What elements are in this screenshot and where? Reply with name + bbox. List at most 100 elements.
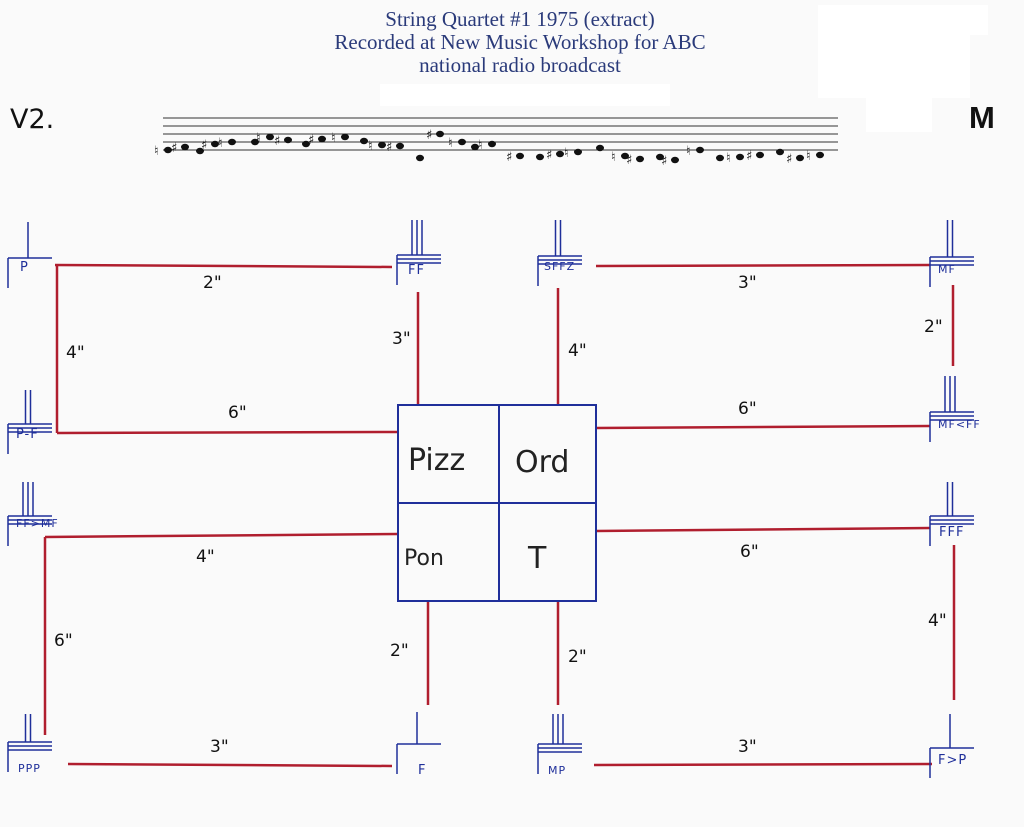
note-head — [266, 133, 274, 141]
dynamic-label: FFF — [939, 525, 964, 540]
dynamic-marker — [929, 220, 974, 287]
duration-label: 3" — [738, 737, 757, 757]
note-head — [756, 151, 764, 159]
note-head — [341, 133, 349, 141]
note-head — [536, 153, 544, 161]
dynamic-label: F — [418, 763, 426, 778]
note-head — [378, 141, 386, 149]
note-head — [284, 136, 292, 144]
dynamic-marker — [396, 220, 441, 285]
accidental-icon: ♯ — [546, 148, 552, 163]
note-head — [556, 150, 564, 158]
dynamic-marker — [537, 220, 582, 286]
note-head — [318, 135, 326, 143]
accidental-icon: ♯ — [786, 152, 792, 167]
dynamic-marker — [929, 714, 974, 778]
dynamic-marker — [7, 390, 52, 454]
note-head — [796, 154, 804, 162]
duration-label: 4" — [66, 343, 85, 363]
technique-grid — [397, 404, 597, 602]
part-label: V2. — [10, 104, 55, 135]
duration-label: 6" — [54, 631, 73, 651]
dynamic-label: SFFZ — [544, 260, 575, 273]
note-head — [488, 140, 496, 148]
note-head — [776, 148, 784, 156]
accidental-icon: ♮ — [154, 144, 159, 159]
dynamic-marker — [396, 712, 441, 774]
note-head — [251, 138, 259, 146]
white-patch — [818, 35, 970, 98]
dynamic-marker — [7, 714, 52, 772]
accidental-icon: ♮ — [806, 149, 811, 164]
note-head — [211, 140, 219, 148]
dynamic-label: MP — [548, 764, 566, 777]
note-head — [696, 146, 704, 154]
title-block: String Quartet #1 1975 (extract) Recorde… — [0, 8, 1024, 77]
dynamic-marker — [929, 376, 974, 442]
cell-pizz: Pizz — [408, 443, 465, 478]
note-head — [736, 153, 744, 161]
accidental-icon: ♮ — [686, 144, 691, 159]
music-staff — [163, 117, 838, 151]
note-head — [636, 155, 644, 163]
note-head — [436, 130, 444, 138]
note-row: ♮♯♯♮♮♯♯♮♮♯♯♮♮♯♯♮♮♯♯♮♮♯♯♮ — [154, 128, 824, 169]
dynamic-label: PPP — [18, 762, 41, 775]
accidental-icon: ♮ — [564, 146, 569, 161]
note-head — [181, 143, 189, 151]
note-head — [396, 142, 404, 150]
duration-label: 4" — [196, 547, 215, 567]
dynamic-marker — [7, 482, 52, 546]
duration-label: 6" — [738, 399, 757, 419]
note-head — [671, 156, 679, 164]
accidental-icon: ♮ — [448, 136, 453, 151]
accidental-icon: ♯ — [308, 133, 314, 148]
section-marker: M — [969, 100, 995, 135]
title-line-2: Recorded at New Music Workshop for ABC — [334, 30, 706, 54]
dynamic-marker — [929, 482, 974, 546]
duration-label: 4" — [568, 341, 587, 361]
duration-label: 2" — [568, 647, 587, 667]
duration-label: 3" — [392, 329, 411, 349]
dynamic-marker — [537, 714, 582, 774]
duration-label: 6" — [228, 403, 247, 423]
accidental-icon: ♯ — [274, 134, 280, 149]
accidental-icon: ♯ — [171, 141, 177, 156]
note-head — [596, 144, 604, 152]
duration-label: 2" — [924, 317, 943, 337]
white-patch — [866, 98, 932, 132]
accidental-icon: ♯ — [426, 128, 432, 143]
note-head — [458, 138, 466, 146]
accidental-icon: ♮ — [331, 131, 336, 146]
note-head — [574, 148, 582, 156]
note-head — [416, 154, 424, 162]
note-head — [716, 154, 724, 162]
dynamic-marker — [7, 222, 52, 288]
duration-label: 4" — [928, 611, 947, 631]
accidental-icon: ♯ — [201, 138, 207, 153]
note-head — [621, 152, 629, 160]
accidental-icon: ♯ — [506, 150, 512, 165]
accidental-icon: ♮ — [478, 138, 483, 153]
accidental-icon: ♮ — [611, 150, 616, 165]
accidental-icon: ♯ — [386, 140, 392, 155]
connection-lines — [43, 263, 956, 768]
dynamic-label: FF>MF — [16, 517, 59, 530]
duration-label: 3" — [210, 737, 229, 757]
note-head — [302, 140, 310, 148]
white-patch — [818, 5, 988, 35]
accidental-icon: ♯ — [626, 153, 632, 168]
note-head — [196, 147, 204, 155]
cell-pont: Pon — [404, 546, 444, 571]
title-line-3: national radio broadcast — [419, 53, 621, 77]
note-head — [516, 152, 524, 160]
accidental-icon: ♮ — [726, 151, 731, 166]
note-head — [228, 138, 236, 146]
cell-ord: Ord — [515, 445, 569, 480]
duration-label: 2" — [390, 641, 409, 661]
accidental-icon: ♮ — [256, 131, 261, 146]
note-head — [656, 153, 664, 161]
duration-label: 3" — [738, 273, 757, 293]
note-head — [816, 151, 824, 159]
